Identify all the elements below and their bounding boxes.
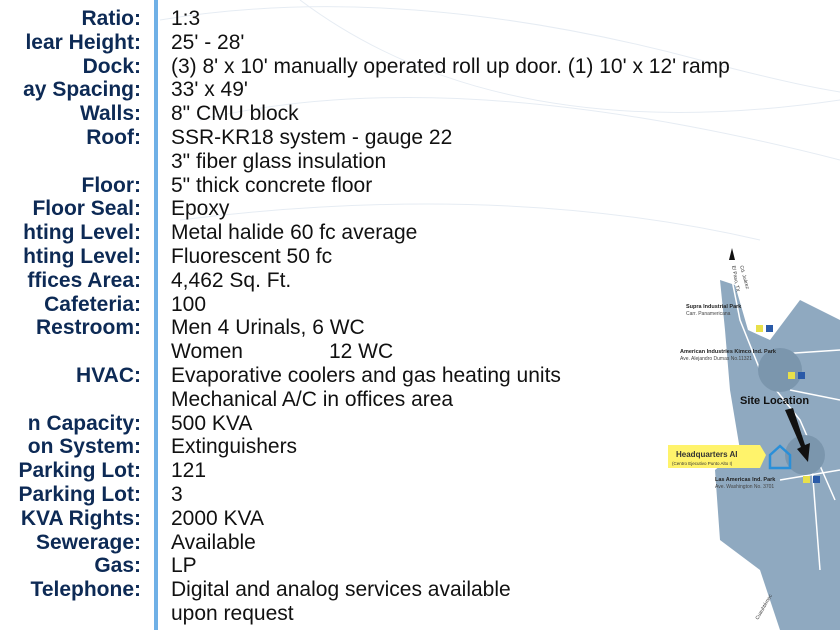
park-address: Ave. Washington No. 3701 — [715, 484, 774, 490]
spec-label: Parking Lot: — [18, 459, 141, 483]
house-icon — [768, 444, 792, 470]
spec-label: lear Height: — [25, 30, 141, 54]
spec-value: 33' x 49' — [171, 78, 248, 102]
site-location-label: Site Location — [740, 395, 809, 407]
spec-label: Floor: — [81, 173, 141, 197]
spec-value: Epoxy — [171, 197, 230, 221]
headquarters-tag — [668, 445, 766, 468]
spec-label — [0, 602, 141, 626]
spec-value: Metal halide 60 fc average — [171, 221, 418, 245]
spec-labels: Ratio:lear Height:Dock:ay Spacing:Walls:… — [0, 7, 141, 626]
spec-value: Extinguishers — [171, 435, 298, 459]
spec-label: Floor Seal: — [32, 197, 141, 221]
spec-label — [0, 388, 141, 412]
spec-label: Telephone: — [30, 578, 141, 602]
spec-label: Roof: — [86, 125, 141, 149]
spec-value: 25' - 28' — [171, 30, 245, 54]
spec-label — [0, 340, 141, 364]
headquarters-label: Headquarters AI — [676, 450, 738, 459]
spec-value: (3) 8' x 10' manually operated roll up d… — [171, 54, 730, 78]
spec-value: SSR-KR18 system - gauge 22 — [171, 125, 453, 149]
location-map: El Paso, TX Cd. Juárez Supra Industrial … — [668, 248, 840, 630]
spec-label: Parking Lot: — [18, 482, 141, 506]
divider-line — [154, 0, 158, 630]
spec-label: on System: — [27, 435, 141, 459]
park-address: Carr. Panamericana — [686, 311, 731, 317]
spec-value: Women 12 WC — [171, 340, 840, 364]
spec-value: LP — [171, 554, 197, 578]
park-name: Las Americas Ind. Park — [715, 477, 776, 483]
spec-value: Fluorescent 50 fc — [171, 244, 333, 268]
spec-value: 8" CMU block — [171, 102, 299, 126]
spec-label: hting Level: — [23, 221, 141, 245]
spec-value: 5" thick concrete floor — [171, 173, 373, 197]
spec-value: Evaporative coolers and gas heating unit… — [171, 363, 561, 387]
spec-value: 500 KVA — [171, 411, 253, 435]
spec-label: HVAC: — [76, 363, 141, 387]
spec-label: ay Spacing: — [23, 78, 141, 102]
arrow-icon — [729, 248, 735, 260]
spec-value: Available — [171, 530, 256, 554]
spec-label: hting Level: — [23, 244, 141, 268]
road-bottom-label: Cuauhtémoc — [755, 593, 775, 621]
spec-label: Sewerage: — [35, 530, 141, 554]
road-label-1: El Paso, TX — [730, 265, 741, 293]
spec-value: 121 — [171, 459, 207, 483]
map-land — [715, 280, 840, 630]
spec-value: Mechanical A/C in offices area — [171, 387, 454, 411]
spec-label: Dock: — [82, 54, 141, 78]
spec-value: 1:3 — [171, 7, 201, 30]
spec-value: upon request — [171, 601, 294, 625]
park-name: Supra Industrial Park — [686, 304, 742, 310]
spec-label — [0, 150, 141, 174]
spec-label: Ratio: — [81, 7, 142, 30]
women-label: Women — [171, 340, 243, 364]
women-value: 12 WC — [328, 340, 394, 364]
spec-value: 3" fiber glass insulation — [171, 149, 387, 173]
spec-label: KVA Rights: — [20, 506, 141, 530]
site-arrow-icon — [785, 408, 810, 462]
spec-label: ffices Area: — [27, 268, 141, 292]
spec-label: Gas: — [94, 554, 141, 578]
spec-value: 4,462 Sq. Ft. — [171, 268, 292, 292]
spec-value: 100 — [171, 292, 207, 316]
spec-label: Cafeteria: — [44, 292, 141, 316]
park-address: Ave. Alejandro Dumas No.11321 — [680, 356, 752, 362]
spec-value: Digital and analog services available — [171, 578, 511, 602]
headquarters-sub: (Centro Ejecutivo Punto Alto I) — [672, 461, 733, 466]
spec-label: Restroom: — [35, 316, 141, 340]
spec-label: n Capacity: — [27, 411, 141, 435]
spec-value: 3 — [171, 482, 183, 506]
spec-value: Men 4 Urinals, 6 WC — [171, 316, 365, 340]
spec-label: Walls: — [79, 102, 141, 126]
park-name: American Industries Kimco Ind. Park — [680, 349, 777, 355]
spec-value: 2000 KVA — [171, 506, 265, 530]
